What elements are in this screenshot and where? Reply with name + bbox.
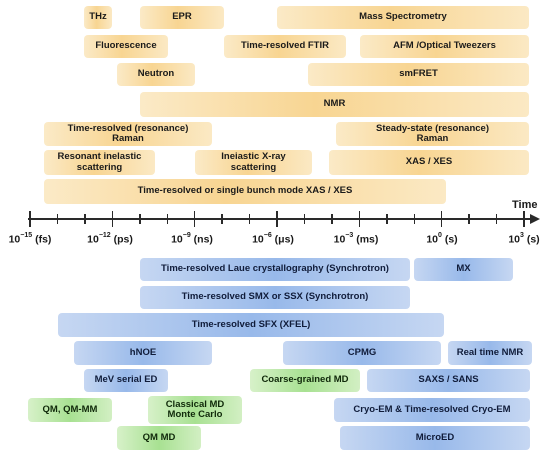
bar-smfret: smFRET [308, 63, 529, 86]
bar-qm-md: QM MD [117, 426, 201, 450]
tick-label-ms: 10−3 (ms) [333, 232, 379, 246]
major-tick [276, 211, 278, 227]
tick-label-us: 10−6 (μs) [252, 232, 294, 246]
minor-tick [248, 214, 251, 224]
bar-hnoe: hNOE [74, 341, 212, 365]
minor-tick [468, 214, 470, 224]
bar-thz: THz [84, 6, 112, 29]
major-tick [29, 211, 31, 227]
bar-laue-crystallography: Time-resolved Laue crystallography (Sync… [140, 258, 410, 281]
bar-cryo-em: Cryo-EM & Time-resolved Cryo-EM [334, 398, 530, 422]
bar-xas-xes: XAS / XES [329, 150, 529, 175]
tick-label-ns: 10−9 (ns) [171, 232, 213, 246]
bar-cpmg: CPMG [283, 341, 441, 365]
minor-tick [166, 214, 168, 224]
major-tick [523, 211, 525, 227]
time-axis-title: Time [512, 199, 538, 211]
bar-saxs-sans: SAXS / SANS [367, 369, 530, 392]
bar-epr: EPR [140, 6, 224, 29]
major-tick [111, 211, 114, 227]
bar-coarse-grained-md: Coarse-grained MD [250, 369, 360, 392]
minor-tick [56, 214, 59, 224]
bar-mev-serial-ed: MeV serial ED [84, 369, 168, 392]
minor-tick [386, 214, 388, 224]
bar-fluorescence: Fluorescence [84, 35, 168, 58]
minor-tick [303, 214, 306, 224]
bar-time-resolved-ftir: Time-resolved FTIR [224, 35, 346, 58]
bar-neutron: Neutron [117, 63, 195, 86]
major-tick [193, 211, 196, 227]
major-tick [358, 211, 361, 227]
time-axis-arrow-icon [530, 214, 540, 224]
tick-label-s: 100 (s) [426, 232, 458, 246]
minor-tick [331, 214, 333, 224]
time-axis [28, 218, 532, 220]
bar-microed: MicroED [340, 426, 530, 450]
bar-classical-md: Classical MD Monte Carlo [148, 396, 242, 424]
minor-tick [139, 214, 141, 224]
minor-tick [84, 214, 86, 224]
minor-tick [413, 214, 415, 224]
bar-real-time-nmr: Real time NMR [448, 341, 532, 365]
tick-label-fs: 10−15 (fs) [8, 232, 52, 246]
bar-nmr: NMR [140, 92, 529, 117]
bar-mx: MX [414, 258, 513, 281]
bar-steady-state-raman: Steady-state (resonance) Raman [336, 122, 529, 146]
bar-time-resolved-xas-xes: Time-resolved or single bunch mode XAS /… [44, 179, 446, 204]
minor-tick [495, 214, 498, 224]
minor-tick [221, 214, 223, 224]
bar-sfx-xfel: Time-resolved SFX (XFEL) [58, 313, 444, 337]
bar-mass-spectrometry: Mass Spectrometry [277, 6, 529, 29]
tick-label-ks: 103 (s) [508, 232, 540, 246]
bar-smx-ssx: Time-resolved SMX or SSX (Synchrotron) [140, 286, 410, 309]
bar-qm-qmmm: QM, QM-MM [28, 398, 112, 422]
bar-time-resolved-raman: Time-resolved (resonance) Raman [44, 122, 212, 146]
tick-label-ps: 10−12 (ps) [87, 232, 133, 246]
bar-inelastic-xray-scattering: Ineiastic X-ray scattering [195, 150, 312, 175]
bar-afm-optical-tweezers: AFM /Optical Tweezers [360, 35, 529, 58]
bar-resonant-inelastic-scattering: Resonant inelastic scattering [44, 150, 155, 175]
major-tick [440, 211, 443, 227]
